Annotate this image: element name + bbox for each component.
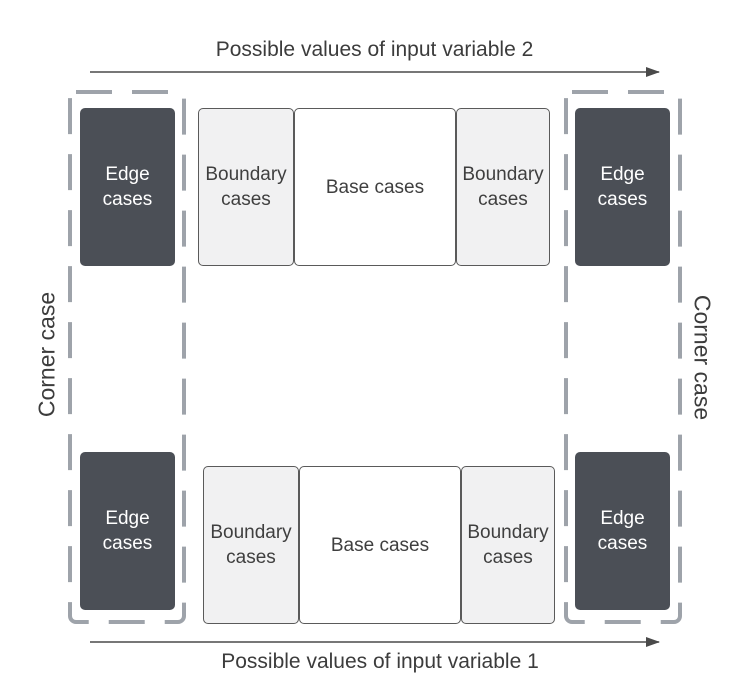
top-base-cases: Base cases (294, 108, 456, 266)
bottom-right-edge-cases: Edge cases (575, 452, 670, 610)
left-corner-frame (68, 90, 186, 624)
bottom-base-cases: Base cases (299, 466, 461, 624)
top-right-edge-cases: Edge cases (575, 108, 670, 266)
bottom-right-boundary-cases: Boundary cases (461, 466, 555, 624)
right-corner-frame (564, 90, 682, 624)
bottom-left-boundary-cases: Boundary cases (203, 466, 299, 624)
left-corner-label: Corner case (33, 291, 60, 418)
top-axis-label: Possible values of input variable 2 (215, 38, 534, 61)
top-left-boundary-cases: Boundary cases (198, 108, 294, 266)
top-left-edge-cases: Edge cases (80, 108, 175, 266)
bottom-axis-label: Possible values of input variable 1 (221, 650, 539, 673)
top-right-boundary-cases: Boundary cases (456, 108, 550, 266)
right-corner-label: Corner case (689, 294, 716, 421)
bottom-left-edge-cases: Edge cases (80, 452, 175, 610)
